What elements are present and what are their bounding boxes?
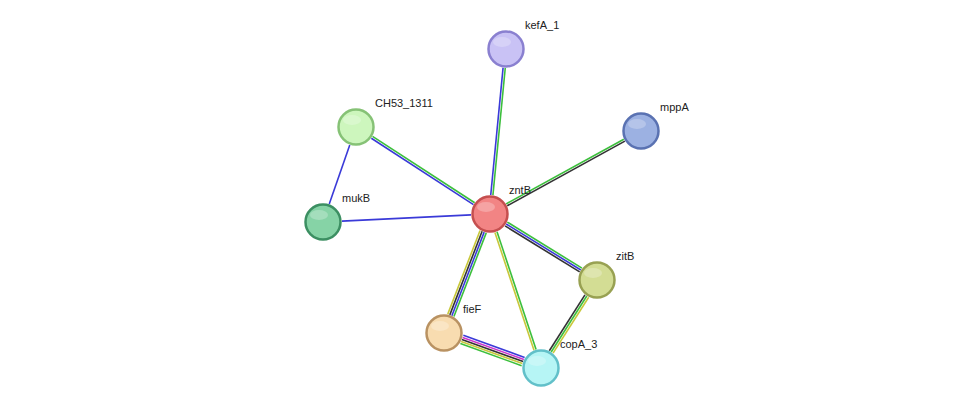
- node-fill: [473, 197, 508, 232]
- node-circle: [578, 261, 616, 299]
- evidence-line: [452, 232, 484, 316]
- node-highlight: [493, 37, 511, 47]
- evidence-line: [371, 138, 473, 204]
- node-highlight: [477, 202, 495, 212]
- protein-node: kefA_1: [487, 30, 525, 68]
- evidence-line: [497, 232, 536, 350]
- evidence-line: [493, 68, 505, 195]
- node-circle: [622, 112, 660, 150]
- evidence-line: [450, 231, 482, 315]
- node-circle: [471, 195, 509, 233]
- protein-node: zntB: [471, 195, 509, 233]
- interaction-edge: [448, 231, 486, 317]
- protein-node: copA_3: [522, 349, 560, 387]
- protein-node: CH53_1311: [337, 108, 375, 146]
- interaction-edge: [506, 139, 625, 206]
- node-label: mukB: [342, 192, 370, 205]
- node-fill: [306, 205, 341, 240]
- node-highlight: [343, 115, 361, 125]
- node-label: zntB: [509, 184, 531, 197]
- node-highlight: [310, 210, 328, 220]
- node-highlight: [584, 268, 602, 278]
- node-fill: [427, 316, 462, 351]
- evidence-line: [506, 224, 581, 270]
- node-fill: [489, 32, 524, 67]
- node-label: CH53_1311: [375, 97, 433, 110]
- node-label: mppA: [660, 101, 689, 114]
- protein-node: mppA: [622, 112, 660, 150]
- node-circle: [425, 314, 463, 352]
- node-label: kefA_1: [525, 19, 559, 32]
- protein-node: fieF: [425, 314, 463, 352]
- node-circle: [487, 30, 525, 68]
- evidence-line: [495, 232, 534, 350]
- node-label: fieF: [463, 303, 481, 316]
- evidence-line: [342, 215, 471, 221]
- evidence-line: [491, 68, 503, 195]
- evidence-line: [505, 226, 580, 272]
- interaction-edge: [342, 215, 471, 221]
- evidence-line: [506, 139, 624, 204]
- evidence-line: [373, 136, 475, 202]
- evidence-line: [454, 233, 486, 317]
- protein-node: zitB: [578, 261, 616, 299]
- node-fill: [339, 110, 374, 145]
- node-label: copA_3: [560, 338, 597, 351]
- node-fill: [524, 351, 559, 386]
- node-highlight: [528, 356, 546, 366]
- protein-node: mukB: [304, 203, 342, 241]
- node-label: zitB: [616, 250, 634, 263]
- evidence-line: [448, 231, 480, 315]
- evidence-line: [460, 344, 521, 366]
- node-circle: [337, 108, 375, 146]
- node-highlight: [628, 119, 646, 129]
- interaction-edge: [505, 222, 582, 272]
- node-fill: [624, 114, 659, 149]
- evidence-line: [507, 222, 582, 268]
- interaction-edge: [491, 68, 506, 195]
- evidence-line: [507, 141, 625, 206]
- evidence-line: [461, 342, 522, 364]
- evidence-line: [462, 339, 523, 361]
- interaction-edge: [371, 136, 474, 204]
- node-highlight: [431, 321, 449, 331]
- node-circle: [304, 203, 342, 241]
- node-fill: [580, 263, 615, 298]
- interaction-edge: [495, 232, 536, 351]
- node-circle: [522, 349, 560, 387]
- interaction-edge: [460, 335, 524, 365]
